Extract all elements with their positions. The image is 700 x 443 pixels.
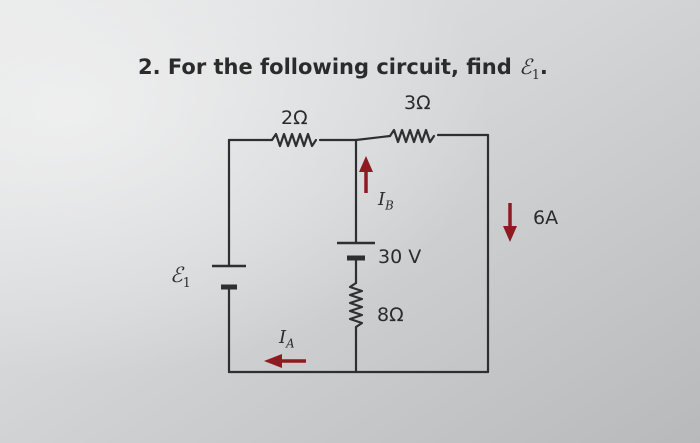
problem-text: For the following circuit, find: [167, 55, 512, 79]
current-ia-label: IA: [279, 327, 295, 351]
problem-symbol: ℰ1: [519, 55, 540, 83]
problem-number: 2.: [138, 55, 161, 79]
current-ib-label: IB: [378, 189, 394, 213]
battery-30v: [337, 241, 375, 261]
resistor-8ohm: [348, 281, 364, 329]
arrow-6a-down-icon: [503, 203, 517, 242]
arrow-ia-left-icon: [264, 354, 306, 368]
top-right-wire-a: [354, 134, 392, 142]
resistor-2ohm: [270, 132, 318, 148]
resistor-3ohm-label: 3Ω: [404, 92, 431, 114]
resistor-8ohm-label: 8Ω: [377, 304, 404, 326]
arrow-ib-up-icon: [359, 156, 373, 193]
emf1-label: ℰ1: [170, 263, 191, 291]
problem-end: .: [539, 55, 548, 79]
resistor-2ohm-label: 2Ω: [281, 107, 308, 129]
current-6a-label: 6A: [533, 207, 559, 229]
battery-emf1: [212, 264, 246, 290]
problem-statement: 2. For the following circuit, find ℰ1.: [138, 57, 548, 82]
battery-30v-label: 30 V: [378, 246, 422, 268]
resistor-3ohm: [388, 128, 436, 144]
